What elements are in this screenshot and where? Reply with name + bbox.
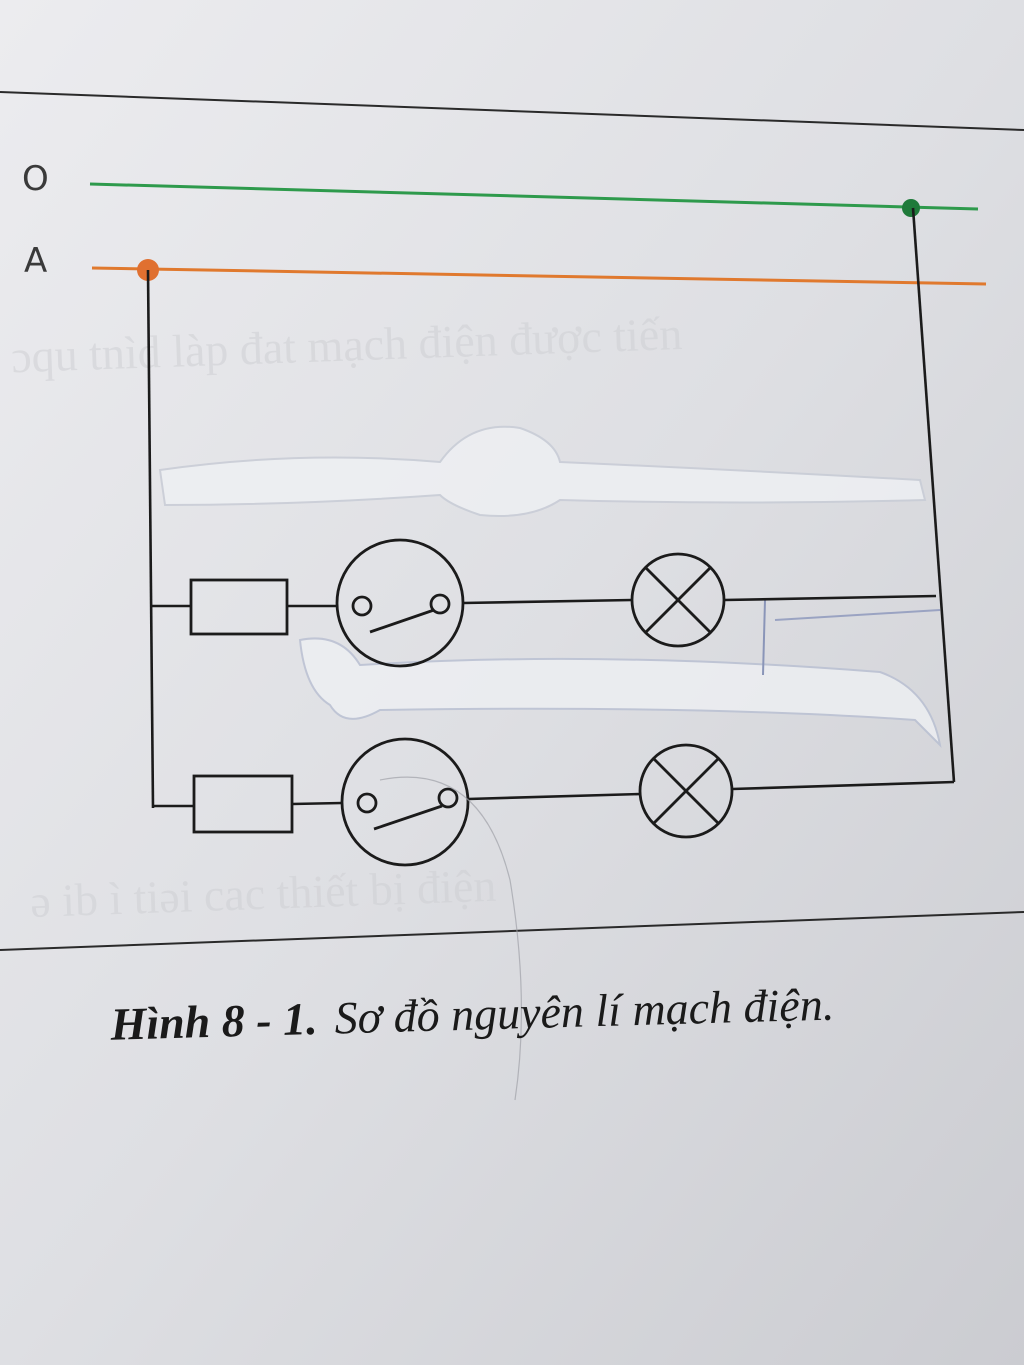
figure-top-border xyxy=(0,91,1024,131)
pen-mark xyxy=(774,609,941,621)
branch-2 xyxy=(153,737,955,867)
lamp-2 xyxy=(638,743,734,839)
correction-fluid-mark xyxy=(158,425,927,517)
branch-1 xyxy=(150,538,937,668)
figure-caption: Hình 8 - 1. Sơ đồ nguyên lí mạch điện. xyxy=(109,979,835,1050)
figure-number: Hình 8 - 1. xyxy=(109,993,318,1050)
phase-rail-label: A xyxy=(24,241,47,281)
neutral-rail: O xyxy=(22,159,979,217)
phase-feeder-wire xyxy=(146,269,155,809)
svg-text:Hình 8 - 1. Sơ đồ nguyên: Hình 8 - 1. Sơ đồ nguyên lí mạch điện. xyxy=(109,979,835,1050)
pen-mark xyxy=(762,599,766,676)
neutral-rail-label: O xyxy=(22,159,49,199)
switch-2 xyxy=(340,737,470,867)
figure-bottom-border xyxy=(0,911,1024,951)
neutral-feeder-wire xyxy=(911,207,956,783)
neutral-junction-dot xyxy=(902,199,920,217)
phase-rail: A xyxy=(24,241,987,286)
pencil-arc xyxy=(379,776,522,1101)
correction-fluid-mark xyxy=(298,637,942,748)
